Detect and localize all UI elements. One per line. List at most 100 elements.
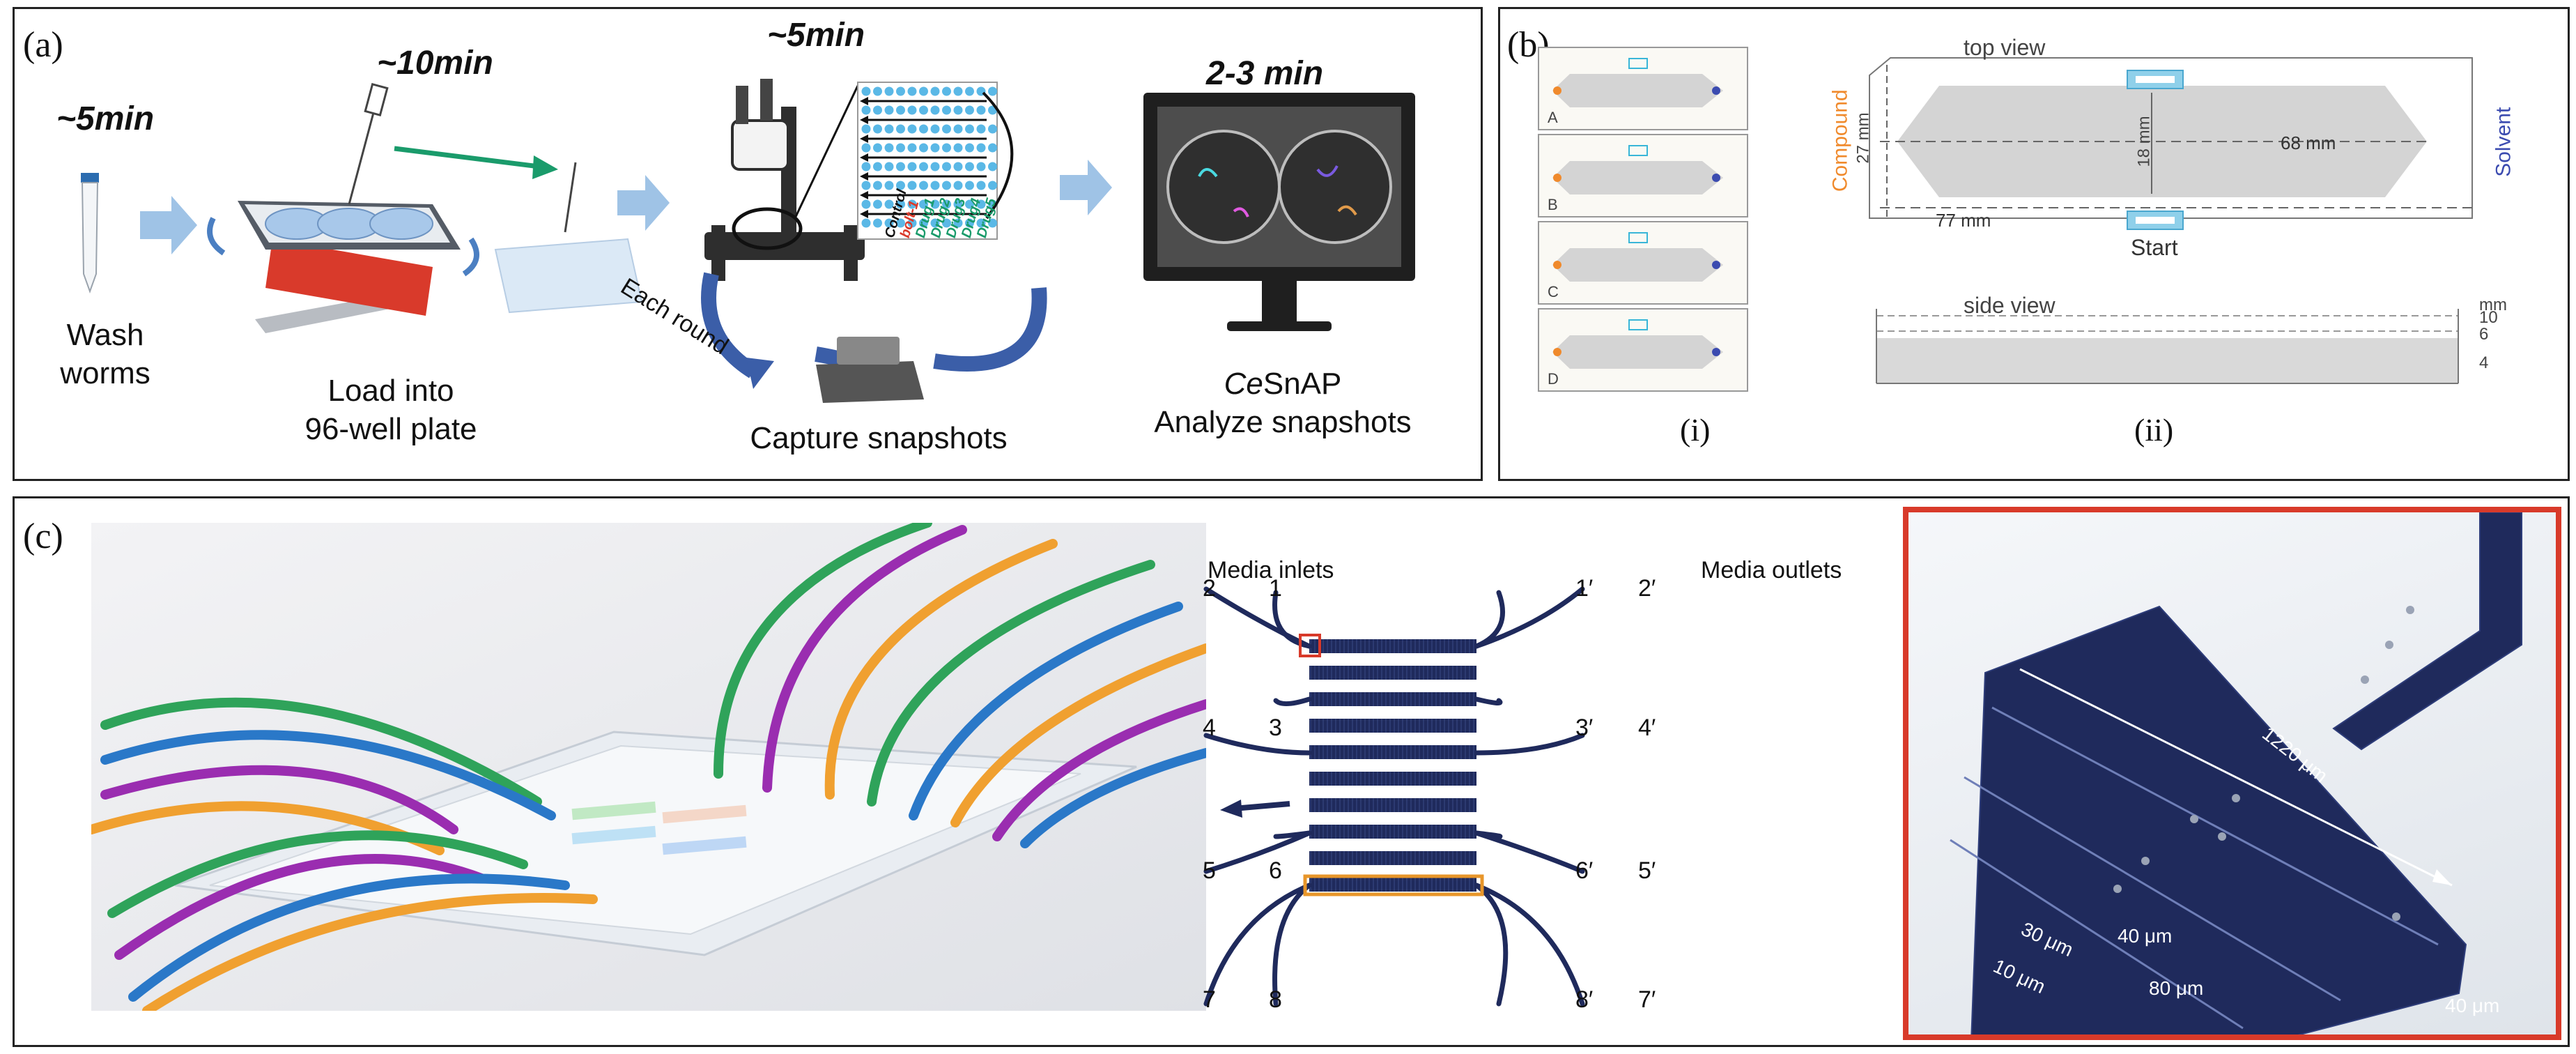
side-tick-4: 4 bbox=[2479, 353, 2489, 372]
well bbox=[942, 199, 951, 209]
schematic-lines bbox=[1203, 586, 1585, 1007]
scan-arrow-icon bbox=[860, 153, 868, 162]
well bbox=[965, 86, 974, 96]
inlet-port-label: 3 bbox=[1269, 715, 1282, 741]
tube bbox=[950, 643, 1206, 827]
analyze-rest: SnAP bbox=[1263, 367, 1342, 401]
well bbox=[884, 181, 894, 190]
well bbox=[907, 218, 917, 228]
well bbox=[919, 218, 928, 228]
side-view-label: side view bbox=[1964, 293, 2056, 318]
well bbox=[976, 105, 986, 115]
well bbox=[988, 162, 997, 171]
time-wash: ~5min bbox=[56, 100, 155, 137]
monitor-icon bbox=[1143, 93, 1415, 331]
well-plate-grid bbox=[857, 82, 1014, 240]
well bbox=[884, 124, 894, 134]
tube bbox=[824, 539, 1058, 800]
tube bbox=[100, 765, 458, 834]
tube bbox=[100, 730, 556, 820]
tube bbox=[867, 560, 1155, 807]
zoom-channels bbox=[1950, 512, 2522, 1034]
microscope-icon bbox=[704, 79, 865, 281]
port-line bbox=[1203, 883, 1312, 1007]
channel-bar bbox=[1309, 798, 1476, 812]
well bbox=[953, 86, 963, 96]
port-line bbox=[1474, 830, 1585, 874]
chamber-row-letter: D bbox=[1548, 370, 1559, 388]
chamber-row-letter: C bbox=[1548, 283, 1559, 300]
analyze-italic: Ce bbox=[1224, 367, 1263, 401]
inlet-port-label: 6 bbox=[1269, 857, 1282, 884]
flow-arrow-icon bbox=[1220, 800, 1290, 818]
panel-a: (a) ~5min ~10min ~5min 2-3 min bbox=[13, 7, 1483, 481]
scan-arrow-icon bbox=[860, 116, 868, 124]
chamber-row-letter: B bbox=[1548, 196, 1558, 213]
load-line2: 96-well plate bbox=[304, 412, 477, 446]
well bbox=[907, 199, 917, 209]
start-label: Start bbox=[2131, 235, 2178, 260]
channel-bar bbox=[1309, 692, 1476, 706]
well bbox=[953, 105, 963, 115]
tube bbox=[128, 873, 570, 1002]
well bbox=[965, 105, 974, 115]
transfer-arrow-icon bbox=[394, 146, 558, 179]
capture-label: Capture snapshots bbox=[750, 421, 1008, 455]
media-inlets-label: Media inlets bbox=[1208, 557, 1334, 583]
well bbox=[873, 218, 882, 228]
channel-bar bbox=[1309, 666, 1476, 680]
well bbox=[942, 143, 951, 153]
time-analyze: 2-3 min bbox=[1206, 55, 1324, 92]
time-capture: ~5min bbox=[767, 17, 865, 54]
well bbox=[988, 181, 997, 190]
top-view-chamber bbox=[1869, 57, 2473, 230]
well bbox=[919, 181, 928, 190]
port-line bbox=[1203, 830, 1312, 874]
well bbox=[976, 124, 986, 134]
inlet-port-label: 4 bbox=[1203, 715, 1216, 741]
well bbox=[884, 218, 894, 228]
chamber-body bbox=[1552, 335, 1723, 369]
load-label: Load into 96-well plate bbox=[265, 372, 516, 448]
well bbox=[930, 86, 940, 96]
analyze-line2: Analyze snapshots bbox=[1154, 405, 1412, 439]
process-arrow-icon bbox=[140, 160, 1112, 254]
wash-line2: worms bbox=[60, 356, 151, 390]
chamber-body bbox=[1552, 74, 1723, 107]
dim-77: 77 mm bbox=[1936, 210, 1991, 231]
wash-line1: Wash bbox=[66, 318, 144, 352]
chamber-body bbox=[1552, 161, 1723, 194]
outlet-port-label: 7′ bbox=[1638, 986, 1656, 1013]
tube bbox=[100, 697, 542, 807]
unit-mm-label: mm bbox=[2479, 296, 2507, 314]
dim-27: 27 mm bbox=[1853, 112, 1873, 164]
inlet-port-label: 7 bbox=[1203, 986, 1216, 1013]
well bbox=[873, 199, 882, 209]
well bbox=[988, 218, 997, 228]
port-line bbox=[1474, 733, 1585, 756]
well bbox=[930, 199, 940, 209]
shaker-plate-icon bbox=[207, 201, 479, 333]
compound-label: Compound bbox=[1828, 89, 1852, 192]
side-tick-6: 6 bbox=[2479, 325, 2489, 344]
well bbox=[873, 181, 882, 190]
outlet-port-label: 1′ bbox=[1575, 575, 1594, 602]
tube bbox=[1020, 748, 1206, 848]
panel-c-tag: (c) bbox=[23, 517, 63, 556]
panel-b: (b) top view side view 27 mm 1 bbox=[1498, 7, 2570, 481]
cycle-ring-icon bbox=[701, 272, 1047, 389]
inlet-port-label: 5 bbox=[1203, 857, 1216, 884]
channel-bar bbox=[1309, 825, 1476, 839]
inlet-port-label: 2 bbox=[1203, 575, 1216, 602]
tubes bbox=[91, 523, 1206, 1011]
solvent-label: Solvent bbox=[2492, 107, 2515, 177]
well bbox=[930, 105, 940, 115]
well bbox=[896, 86, 905, 96]
well bbox=[873, 162, 882, 171]
channel-bar bbox=[1309, 772, 1476, 786]
well bbox=[953, 162, 963, 171]
well bbox=[930, 181, 940, 190]
tube bbox=[142, 893, 598, 1011]
reader-device-icon bbox=[816, 337, 924, 403]
